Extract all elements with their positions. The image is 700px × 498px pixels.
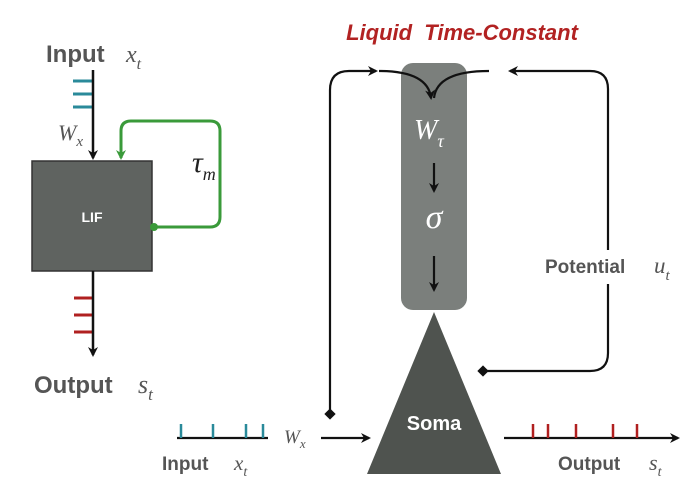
left-input-spikes [73,79,93,109]
potential-node [477,365,489,377]
left-loop-node [324,408,336,420]
left-weight-label: Wx [58,120,83,150]
ltc-input-label: Input [162,454,209,475]
ltc-merge-left-arrow [378,69,436,100]
sigma-label: σ [426,199,444,236]
potential-var: ut [654,253,671,284]
left-output-spikes [74,296,94,334]
ltc-input-spikes [179,424,265,438]
ltc-right-feedback-loop [483,66,610,373]
potential-label: Potential [545,257,625,278]
left-input-label: Input [46,41,105,68]
ltc-output-var: st [649,450,663,480]
ltc-left-feedback-loop [328,66,378,414]
soma-block [367,312,501,474]
left-output-var: st [138,370,154,404]
ltc-output-spikes [531,424,639,438]
lif-label: LIF [82,209,103,225]
lif-block [31,160,153,272]
left-input-var: xt [125,42,142,73]
tau-m-label: τm [192,146,216,184]
feedback-node-dot [150,223,158,231]
soma-label: Soma [407,413,462,435]
left-output-label: Output [34,372,113,399]
ltc-weight-label: Wx [284,427,306,451]
ltc-input-var: xt [233,451,248,480]
potential-label-bg [541,250,686,284]
w-tau-label: Wτ [414,115,444,151]
tau-feedback-loop [116,119,222,229]
ltc-output-label: Output [558,454,621,475]
ltc-merge-right-arrow [432,69,490,99]
ltc-title: Liquid Time-Constant [346,20,579,45]
